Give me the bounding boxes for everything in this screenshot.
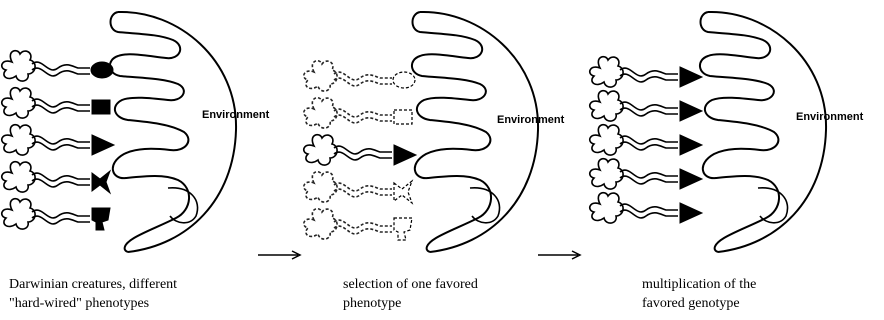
- creature: [304, 135, 416, 165]
- creature-head-cup: [394, 218, 412, 240]
- caption-line: selection of one favored: [343, 275, 478, 294]
- creature: [590, 91, 702, 121]
- creature-eliminated: [304, 98, 412, 128]
- creature-head-oval: [393, 72, 415, 88]
- caption-darwinian-creatures: Darwinian creatures, different "hard-wir…: [9, 275, 177, 313]
- caption-line: multiplication of the: [642, 275, 756, 294]
- creature-head-triangle: [394, 145, 416, 165]
- creature-eliminated: [304, 209, 412, 240]
- panel-1-hardwired: Environment: [2, 12, 270, 252]
- creature-head-triangle: [680, 135, 702, 155]
- creature-head-notch: [92, 171, 110, 193]
- creature: [2, 125, 114, 155]
- creature-list: [2, 51, 114, 230]
- creature: [2, 162, 110, 193]
- environment-label: Environment: [202, 109, 270, 121]
- creature-head-notch: [394, 181, 412, 203]
- creature-eliminated: [304, 172, 412, 203]
- caption-line: "hard-wired" phenotypes: [9, 294, 177, 313]
- environment-shape: [700, 12, 826, 252]
- caption-line: phenotype: [343, 294, 478, 313]
- creature-head-triangle: [92, 135, 114, 155]
- arrow-right-icon: [258, 251, 300, 259]
- caption-line: favored genotype: [642, 294, 756, 313]
- environment-shape: [110, 12, 236, 252]
- creature-head-rect: [394, 110, 412, 124]
- caption-selection: selection of one favored phenotype: [343, 275, 478, 313]
- creature: [2, 199, 110, 230]
- panel-3-multiplication: Environment: [590, 12, 864, 252]
- caption-multiplication: multiplication of the favored genotype: [642, 275, 756, 313]
- creature-eliminated: [304, 61, 415, 91]
- creature-head-cup: [92, 208, 110, 230]
- panel-2-selection: Environment: [304, 12, 565, 252]
- creature: [590, 57, 702, 87]
- creature: [2, 88, 110, 118]
- caption-line: Darwinian creatures, different: [9, 275, 177, 294]
- creature-head-triangle: [680, 203, 702, 223]
- creature-head-triangle: [680, 67, 702, 87]
- creature: [590, 193, 702, 223]
- creature-head-triangle: [680, 101, 702, 121]
- creature-head-oval: [91, 62, 113, 78]
- environment-label: Environment: [796, 111, 864, 123]
- creature-head-triangle: [680, 169, 702, 189]
- creature-list: [590, 57, 702, 223]
- environment-label: Environment: [497, 114, 565, 126]
- creature-head-rect: [92, 100, 110, 114]
- environment-shape: [412, 12, 538, 252]
- creature: [590, 125, 702, 155]
- creature-list: [304, 61, 416, 240]
- creature: [2, 51, 113, 81]
- arrow-right-icon: [538, 251, 580, 259]
- creature: [590, 159, 702, 189]
